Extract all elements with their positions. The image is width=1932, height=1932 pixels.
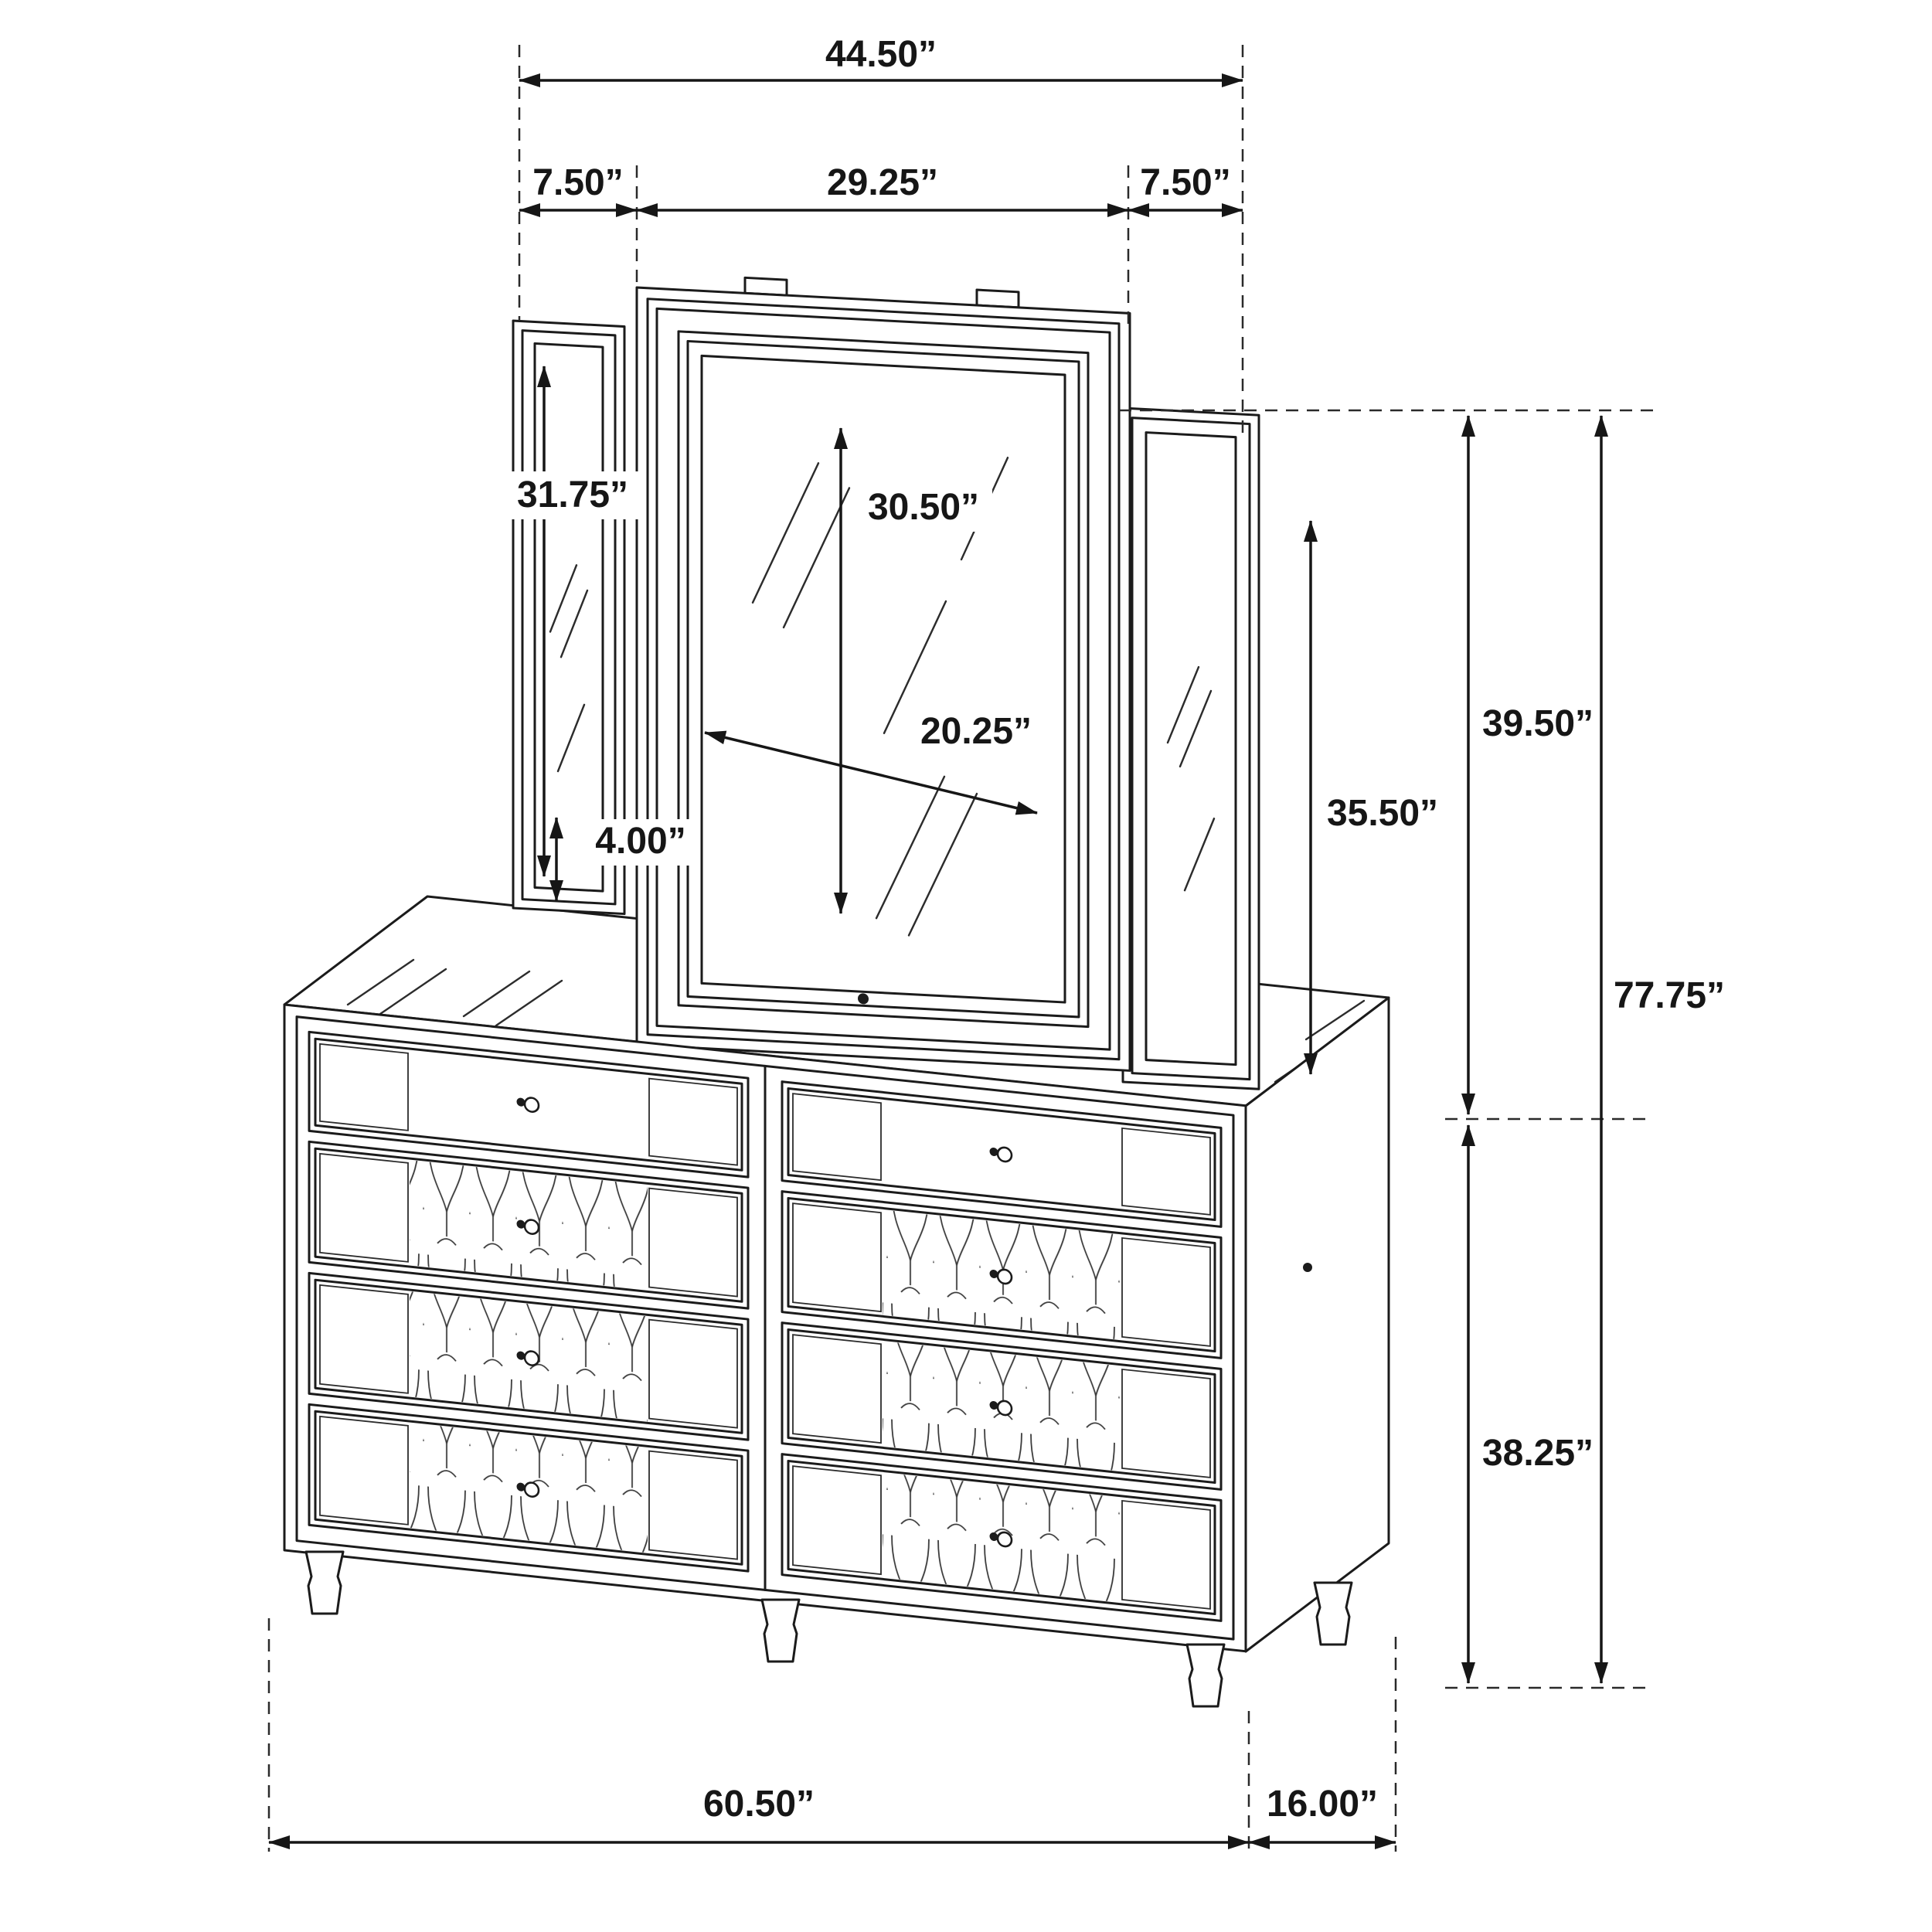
dim-dresser-depth: 16.00” [1248, 1784, 1396, 1849]
drawer [308, 1403, 750, 1573]
dim-label: 38.25” [1482, 1433, 1594, 1474]
dim-mirror-center-width: 29.25” [636, 162, 1129, 217]
dim-mirror-overall-width: 44.50” [519, 34, 1243, 87]
drawer [781, 1190, 1223, 1359]
dim-mirror-left-wing-width: 7.50” [519, 162, 638, 217]
mirror-right-wing [1121, 406, 1260, 1090]
dim-dresser-width: 60.50” [268, 1784, 1250, 1849]
dim-label: 29.25” [827, 162, 938, 203]
dim-label: 7.50” [532, 162, 623, 203]
dim-mirror-right-wing-width: 7.50” [1128, 162, 1243, 217]
dim-label: 77.75” [1614, 975, 1725, 1016]
foot [1185, 1643, 1226, 1708]
mirror-glass-reflection-marks [549, 564, 589, 773]
mirror-glass-reflection-marks [1166, 665, 1216, 892]
extension-lines [267, 45, 1654, 1852]
dim-mirror-left-wing-height: 31.75” [504, 366, 641, 877]
drawer [308, 1030, 750, 1179]
dim-label: 39.50” [1482, 703, 1594, 744]
dim-mirror-center-glass-width: 20.25” [704, 708, 1045, 815]
dim-mirror-height: 39.50” [1461, 415, 1594, 1115]
dim-label: 35.50” [1327, 793, 1438, 834]
drawer [308, 1140, 750, 1310]
dim-label: 4.00” [595, 821, 685, 862]
dim-overall-height: 77.75” [1594, 415, 1725, 1684]
drawer [308, 1271, 750, 1441]
dim-label: 20.25” [920, 711, 1032, 752]
dim-label: 30.50” [868, 487, 979, 528]
mirror-center-panel [635, 276, 1131, 1072]
dim-label: 44.50” [825, 34, 937, 75]
dresser-right-side [1244, 996, 1390, 1653]
dresser-front [283, 1003, 1247, 1653]
dim-mirror-center-glass-height: 30.50” [834, 427, 992, 914]
foot [304, 1550, 345, 1615]
dim-label: 60.50” [703, 1784, 815, 1825]
drawer [781, 1453, 1223, 1622]
drawer [781, 1080, 1223, 1228]
dim-mirror-right-wing-height: 35.50” [1304, 520, 1451, 1075]
dim-label: 7.50” [1140, 162, 1230, 203]
dim-dresser-height: 38.25” [1461, 1124, 1594, 1684]
dim-mirror-left-wing-bottom-offset: 4.00” [549, 817, 699, 902]
foot [1313, 1581, 1353, 1646]
mirror-bottom-stud [858, 993, 869, 1005]
side-pin [1303, 1263, 1312, 1272]
dim-label: 31.75” [517, 474, 628, 515]
foot [760, 1598, 801, 1663]
dim-label: 16.00” [1267, 1784, 1378, 1825]
drawer [781, 1321, 1223, 1491]
